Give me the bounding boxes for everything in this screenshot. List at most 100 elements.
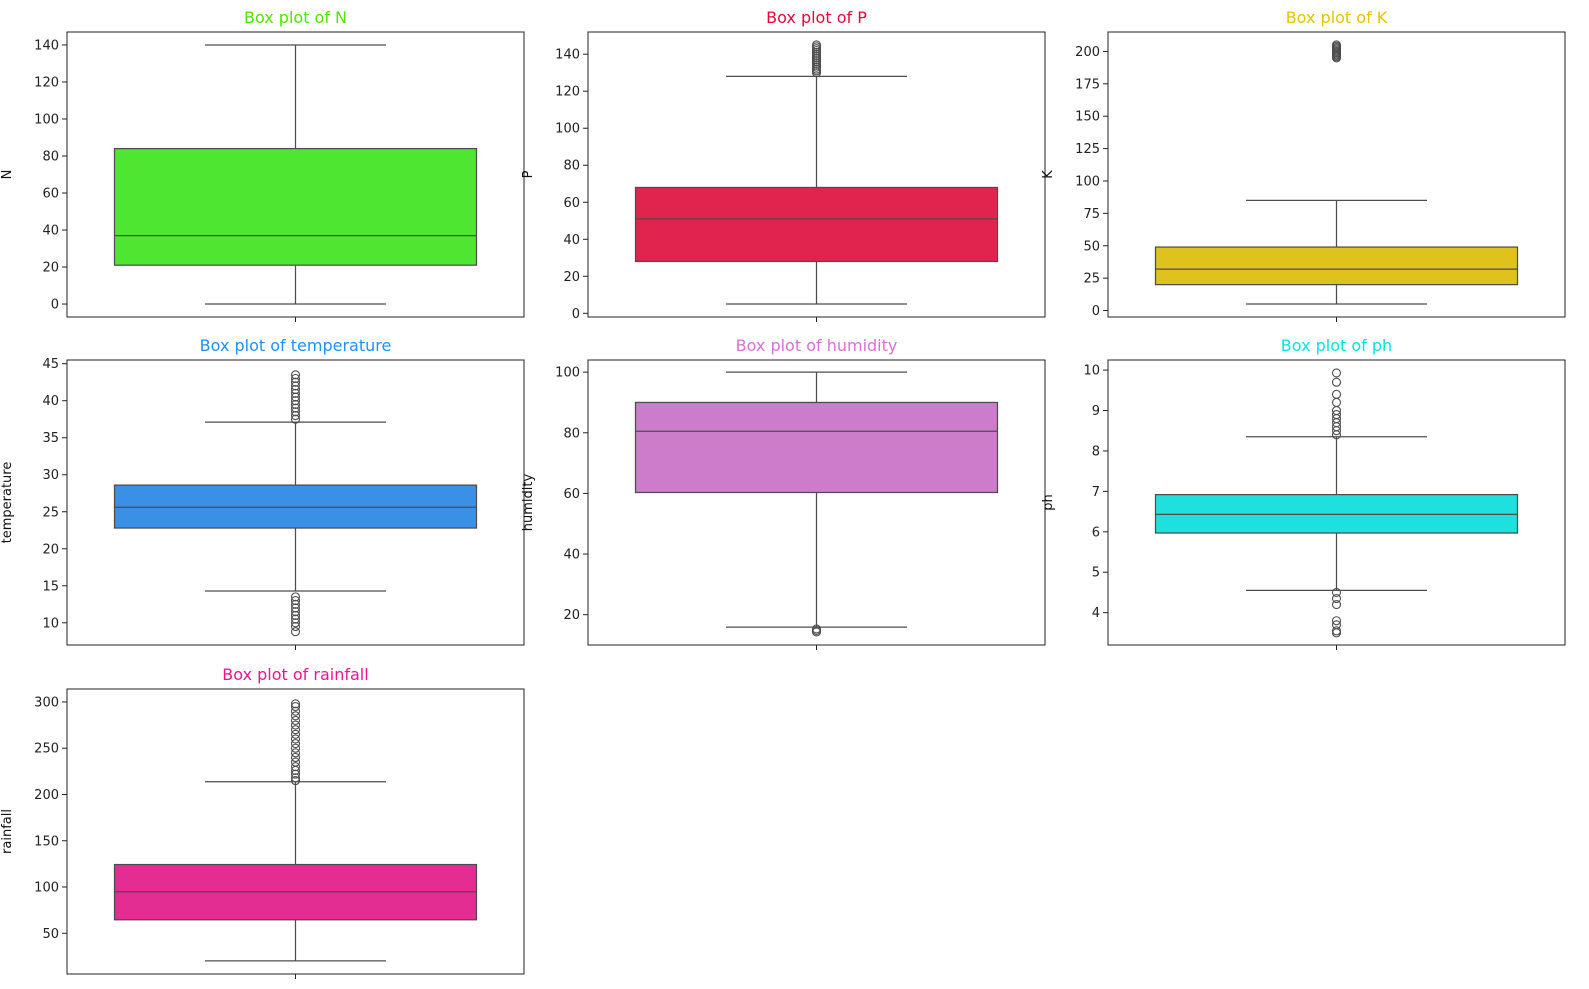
y-tick-label: 30	[42, 468, 59, 483]
chart-title: Box plot of temperature	[200, 336, 392, 355]
y-tick-label: 10	[42, 616, 59, 631]
outlier-point	[811, 624, 822, 634]
y-tick-label: 100	[34, 112, 59, 127]
outlier-point	[1331, 593, 1342, 604]
outlier-point	[290, 725, 301, 735]
outlier-point	[811, 40, 822, 50]
iqr-box	[113, 484, 478, 529]
y-tick-label: 50	[42, 927, 59, 942]
y-tick-label: 50	[1083, 239, 1100, 254]
outlier-point	[290, 403, 301, 413]
y-tick-label: 120	[555, 85, 580, 100]
y-tick-label: 100	[555, 366, 580, 381]
outlier-point	[290, 385, 301, 395]
outlier-point	[1331, 410, 1342, 420]
y-tick-label: 125	[1075, 142, 1100, 157]
outlier-point	[290, 711, 301, 721]
outlier-point	[290, 734, 301, 744]
outlier-point	[290, 762, 301, 772]
y-axis-label: rainfall	[0, 809, 15, 854]
outlier-point	[290, 769, 301, 779]
chart-title: Box plot of N	[244, 8, 347, 27]
y-tick-label: 100	[1075, 174, 1100, 189]
y-axis-label: temperature	[0, 462, 15, 544]
outlier-point	[290, 599, 301, 609]
outlier-point	[1331, 397, 1342, 407]
y-tick-label: 40	[563, 548, 580, 563]
y-tick-label: 35	[42, 431, 59, 446]
y-tick-label: 8	[1092, 444, 1100, 459]
y-axis-label: K	[1041, 170, 1056, 179]
y-tick-label: 300	[34, 695, 59, 710]
chart-title: Box plot of humidity	[736, 336, 898, 355]
iqr-box	[1154, 246, 1519, 286]
y-axis-label: N	[0, 170, 15, 180]
y-tick-label: 80	[563, 426, 580, 441]
subplot-rainfall: Box plot of rainfall rainfall 50 100 150 200 2…	[0, 665, 525, 979]
outlier-point	[1331, 616, 1342, 626]
chart-title: Box plot of P	[766, 8, 867, 27]
y-tick-label: 15	[42, 579, 59, 594]
outlier-point	[1331, 389, 1342, 399]
y-tick-label: 200	[34, 788, 59, 803]
chart-title: Box plot of rainfall	[222, 665, 368, 684]
outlier-point	[290, 776, 301, 786]
outlier-point	[290, 621, 301, 632]
y-tick-label: 5	[1092, 566, 1100, 581]
outlier-point	[290, 748, 301, 758]
outlier-point	[1331, 40, 1342, 50]
outlier-point	[290, 388, 301, 398]
y-tick-label: 0	[572, 307, 580, 322]
outlier-point	[290, 720, 301, 730]
y-tick-label: 200	[1075, 45, 1100, 60]
outlier-point	[290, 773, 301, 783]
y-axis-label: P	[521, 170, 536, 178]
chart-title: Box plot of K	[1286, 8, 1388, 27]
chart-title: Box plot of ph	[1281, 336, 1392, 355]
y-tick-label: 0	[1092, 304, 1100, 319]
y-tick-label: 40	[42, 224, 59, 239]
y-tick-label: 60	[42, 187, 59, 202]
y-tick-label: 20	[42, 542, 59, 557]
outlier-point	[290, 739, 301, 749]
iqr-box	[634, 401, 999, 494]
outlier-point	[290, 706, 301, 716]
outlier-point	[290, 392, 301, 402]
subplot-N: Box plot of N N 0 20 40 60 80 100 120 140	[0, 8, 525, 322]
y-tick-label: 45	[42, 357, 59, 372]
outlier-point	[290, 607, 301, 617]
subplot-temperature: Box plot of temperature temperature 10 15 20…	[0, 336, 525, 650]
y-tick-label: 80	[42, 149, 59, 164]
outlier-point	[290, 377, 301, 387]
y-tick-label: 60	[563, 196, 580, 211]
outlier-point	[290, 396, 301, 406]
y-tick-label: 9	[1092, 404, 1100, 419]
y-tick-label: 20	[42, 261, 59, 276]
y-tick-label: 250	[34, 742, 59, 757]
y-tick-label: 150	[34, 834, 59, 849]
y-tick-label: 0	[51, 298, 59, 313]
outlier-point	[290, 618, 301, 628]
outlier-point	[290, 381, 301, 391]
y-tick-label: 20	[563, 608, 580, 623]
outlier-point	[290, 399, 301, 409]
outlier-point	[290, 729, 301, 739]
outlier-point	[290, 414, 301, 424]
outlier-point	[1331, 628, 1342, 638]
outlier-point	[290, 702, 301, 712]
outlier-point	[290, 592, 301, 602]
y-tick-label: 120	[34, 75, 59, 90]
outlier-point	[1331, 600, 1342, 610]
y-tick-label: 140	[34, 38, 59, 53]
outlier-point	[290, 743, 301, 753]
outlier-point	[290, 596, 301, 606]
y-tick-label: 150	[1075, 110, 1100, 125]
outlier-point	[290, 603, 301, 613]
y-tick-label: 100	[34, 881, 59, 896]
y-tick-label: 25	[42, 505, 59, 520]
